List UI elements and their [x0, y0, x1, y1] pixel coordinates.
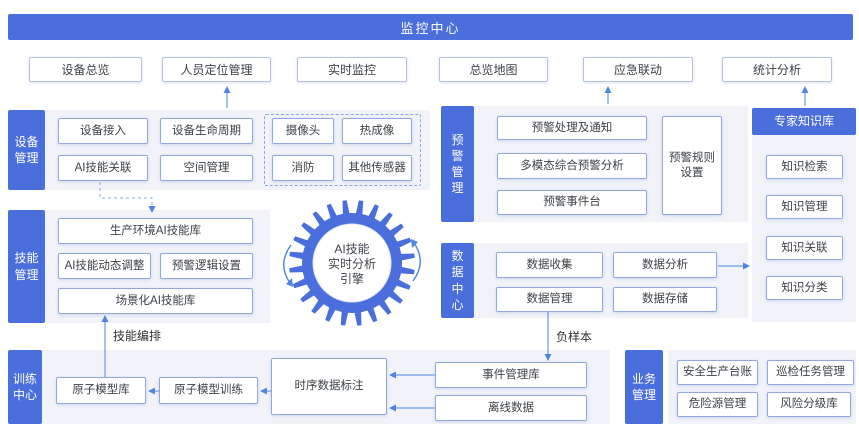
node-knowledge-management[interactable]: 知识管理	[766, 195, 843, 219]
node-multimodal-warning-analysis[interactable]: 多模态综合预警分析	[497, 153, 647, 179]
node-inspection-task-management[interactable]: 巡检任务管理	[767, 360, 854, 385]
label-skill-orchestration: 技能编排	[113, 329, 162, 343]
node-production-ai-skill-lib[interactable]: 生产环境AI技能库	[58, 218, 253, 244]
nav-overview-map[interactable]: 总览地图	[439, 57, 548, 82]
node-warning-handling-notify[interactable]: 预警处理及通知	[497, 116, 647, 140]
nav-emergency-linkage[interactable]: 应急联动	[583, 57, 693, 82]
tab-warning-management: 预警管理	[441, 106, 474, 222]
node-device-access[interactable]: 设备接入	[58, 118, 148, 144]
node-fire-protection[interactable]: 消防	[272, 155, 334, 181]
tab-business-management: 业务管理	[625, 350, 663, 424]
node-knowledge-association[interactable]: 知识关联	[766, 236, 843, 260]
gear-label: AI技能 实时分析 引擎	[327, 242, 376, 286]
sensor-group	[264, 114, 421, 186]
tab-expert-knowledge: 专家知识库	[752, 108, 856, 135]
node-hazard-source-management[interactable]: 危险源管理	[677, 392, 758, 417]
node-event-management-lib[interactable]: 事件管理库	[435, 362, 587, 388]
node-atomic-model-training[interactable]: 原子模型训练	[159, 377, 258, 404]
node-ai-skill-dynamic-adjust[interactable]: AI技能动态调整	[58, 253, 151, 279]
node-warning-rule-setting[interactable]: 预警规则设置	[662, 116, 722, 215]
tab-training-center: 训练中心	[8, 350, 42, 424]
node-camera[interactable]: 摄像头	[272, 118, 334, 144]
node-ai-skill-link[interactable]: AI技能关联	[58, 155, 148, 181]
node-data-collection[interactable]: 数据收集	[496, 252, 603, 278]
tab-data-center: 数据中心	[441, 243, 474, 318]
node-knowledge-retrieval[interactable]: 知识检索	[766, 155, 843, 179]
header-bar: 监控中心	[8, 14, 853, 40]
tab-device-management: 设备管理	[8, 110, 45, 190]
node-risk-grading-lib[interactable]: 风险分级库	[767, 392, 851, 417]
node-atomic-model-lib[interactable]: 原子模型库	[56, 377, 146, 404]
node-data-storage[interactable]: 数据存储	[613, 287, 717, 312]
label-negative-sample: 负样本	[556, 330, 593, 344]
nav-device-overview[interactable]: 设备总览	[29, 57, 142, 82]
node-thermal-imaging[interactable]: 热成像	[342, 118, 412, 144]
node-data-analysis[interactable]: 数据分析	[613, 252, 717, 278]
node-data-management[interactable]: 数据管理	[496, 287, 603, 312]
node-other-sensors[interactable]: 其他传感器	[342, 155, 412, 181]
nav-personnel-location[interactable]: 人员定位管理	[162, 57, 271, 82]
node-safety-production-ledger[interactable]: 安全生产台账	[677, 360, 758, 385]
up-arrowhead-icon	[223, 86, 809, 93]
tab-skill-management: 技能管理	[8, 210, 45, 323]
page-title: 监控中心	[400, 20, 461, 36]
node-warning-logic-setting[interactable]: 预警逻辑设置	[160, 253, 253, 279]
node-space-management[interactable]: 空间管理	[160, 155, 253, 181]
node-knowledge-classification[interactable]: 知识分类	[766, 276, 843, 300]
node-offline-data[interactable]: 离线数据	[435, 395, 587, 421]
nav-statistics[interactable]: 统计分析	[722, 57, 832, 82]
nav-realtime-monitor[interactable]: 实时监控	[297, 57, 407, 82]
node-timeseries-labeling[interactable]: 时序数据标注	[271, 358, 387, 415]
node-scenario-ai-skill-lib[interactable]: 场景化AI技能库	[58, 288, 253, 314]
node-warning-event-desk[interactable]: 预警事件台	[497, 190, 647, 215]
node-device-lifecycle[interactable]: 设备生命周期	[160, 118, 253, 144]
